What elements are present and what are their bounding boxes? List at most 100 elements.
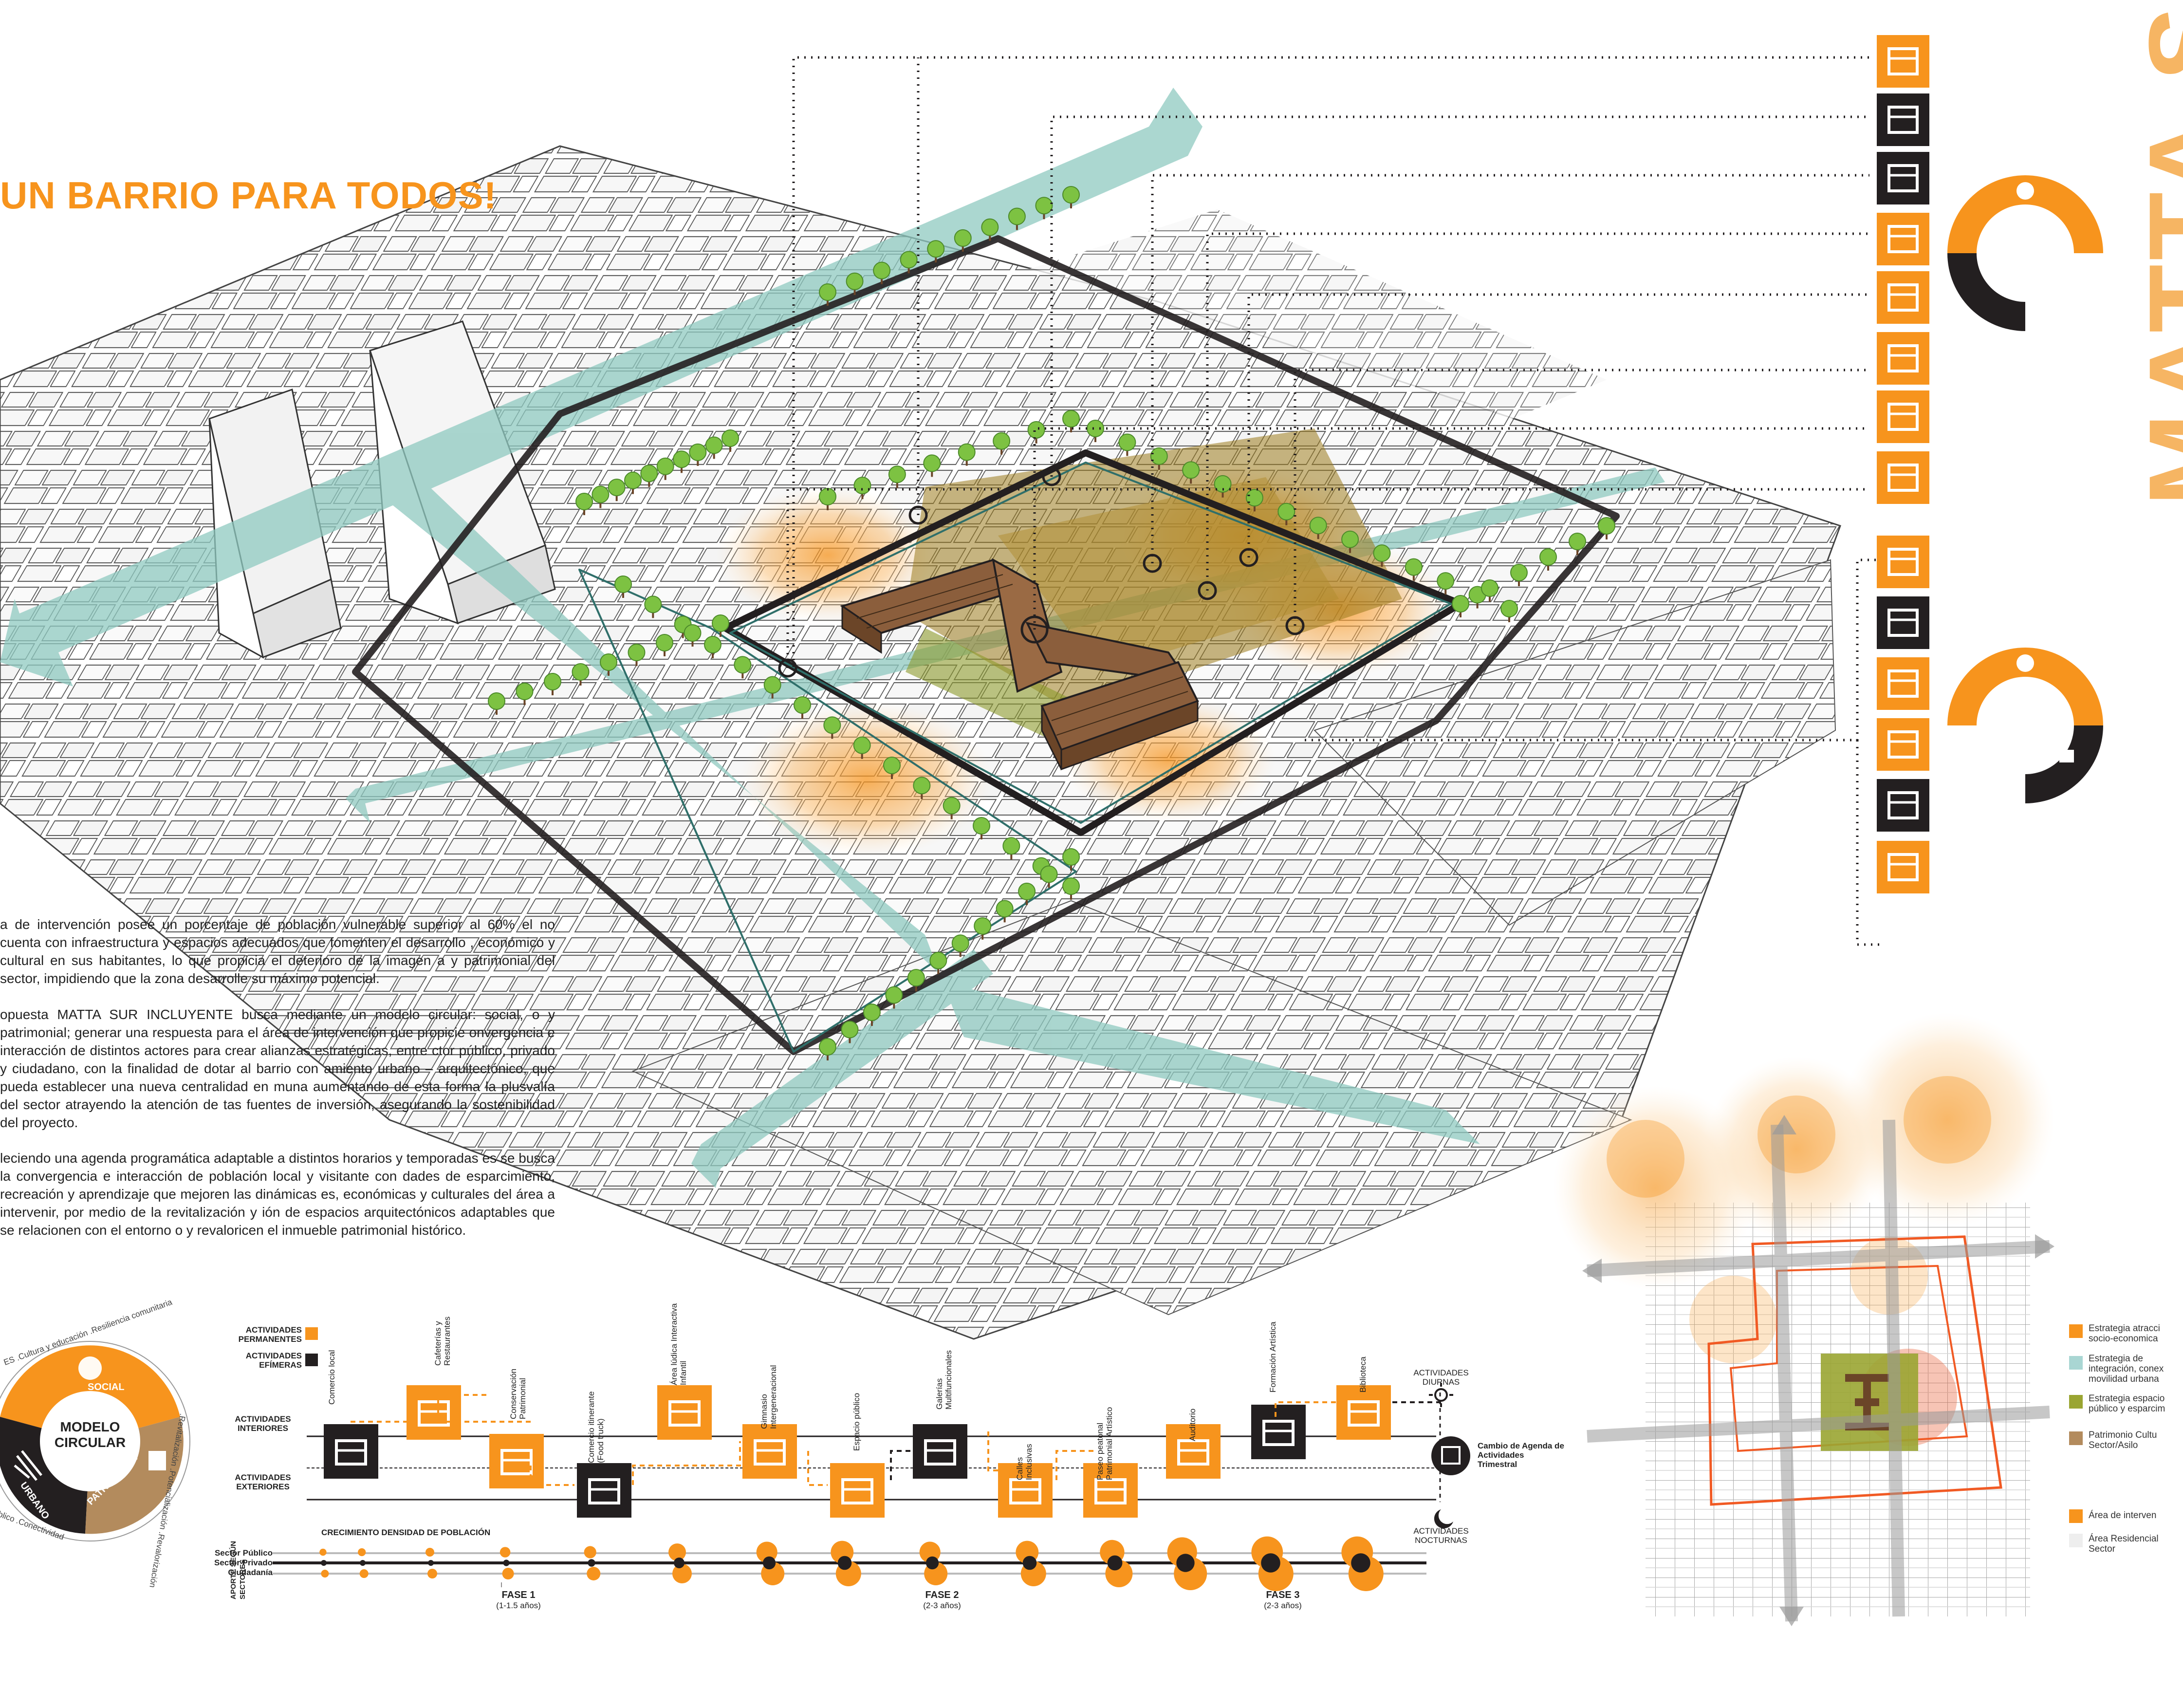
tree-icon (943, 797, 961, 819)
family-icon (1877, 841, 1929, 893)
tree-icon (722, 429, 739, 452)
growth-dot (668, 1543, 692, 1583)
playground-icon (1877, 332, 1929, 385)
tree-icon (996, 900, 1014, 923)
intro-paragraph-3: leciendo una agenda programática adaptab… (0, 1151, 555, 1238)
timeline-icons (324, 1385, 1391, 1518)
legend-permanentes: ACTIVIDADES PERMANENTES (238, 1325, 302, 1344)
circular-model-diagram (0, 1339, 192, 1543)
growth-dot (319, 1548, 329, 1578)
growth-dot (1100, 1540, 1133, 1587)
model-center-label-2: CIRCULAR (54, 1435, 126, 1450)
leader-lines (786, 56, 1884, 946)
street-trees (488, 186, 1615, 1060)
tree-icon (1182, 461, 1200, 484)
tree-icon (488, 692, 505, 715)
growth-side-label: APORTE SEGÚN SECTORES (229, 1541, 247, 1599)
tree-icon (1598, 517, 1615, 539)
tree-icon (608, 479, 626, 501)
map-legend-5: Área de interven (2089, 1510, 2157, 1521)
exercise-icon (742, 1424, 797, 1479)
heritage-building (840, 558, 1199, 771)
tree-icon (819, 1038, 836, 1060)
tree-icon (1569, 533, 1586, 555)
tree-icon (1373, 544, 1391, 567)
activity-ring-top (1947, 175, 2103, 331)
tree-icon (673, 450, 690, 473)
location-map (1553, 1013, 2054, 1626)
tree-icon (1008, 207, 1026, 230)
tree-icon (853, 477, 871, 500)
tree-icon (929, 951, 947, 974)
growth-dot (831, 1541, 861, 1586)
map-legend-1: Estrategia atracci socio-economica (2089, 1323, 2160, 1344)
tree-icon (927, 240, 945, 263)
tree-icon (888, 465, 906, 488)
tree-icon (1437, 572, 1455, 595)
side-title: MATTA SUR (2126, 0, 2183, 506)
tree-icon (819, 283, 836, 306)
tree-icon (1027, 421, 1045, 444)
tree-icon (1309, 517, 1327, 539)
tree-icon (923, 454, 941, 477)
activity-label-galerias: Galerías Multifuncionales (935, 1350, 953, 1410)
tree-icon (1510, 564, 1528, 586)
tree-icon (544, 673, 561, 695)
tree-icon (1452, 595, 1469, 617)
growth-dots (319, 1536, 1384, 1591)
map-legend-swatches (2069, 1324, 2083, 1547)
tree-icon (1062, 848, 1080, 871)
tree-icon (656, 634, 673, 656)
activity-label-gimnasio: Gimnasio Intergeneracional (759, 1365, 778, 1429)
tree-icon (951, 934, 969, 957)
activity-label-paseo: Paseo peatonal Patrimonial Artístico (1095, 1407, 1114, 1480)
park-icon (830, 1463, 885, 1518)
music-icon (1251, 1405, 1306, 1459)
tree-icon (712, 614, 729, 637)
tree-icon (885, 986, 903, 1009)
segment-social: SOCIAL (88, 1382, 125, 1392)
tree-icon (644, 595, 662, 618)
activity-label-comercio-local: Comercio local (327, 1350, 336, 1405)
tree-icon (575, 493, 593, 515)
art-walk-icon (1083, 1463, 1138, 1518)
heritage-icon (1877, 657, 1929, 710)
model-center-label-1: MODELO (60, 1419, 120, 1434)
growth-dot (756, 1541, 785, 1585)
tree-icon (873, 261, 891, 284)
tree-icon (883, 757, 901, 779)
tree-icon (846, 272, 864, 295)
growth-row-privado: Sector Privado (214, 1558, 273, 1567)
theater-icon (1877, 213, 1929, 265)
tree-icon (1035, 197, 1053, 220)
tree-icon (656, 457, 674, 480)
tree-icon (640, 464, 658, 487)
growth-dot (500, 1547, 514, 1579)
tree-icon (734, 656, 752, 679)
activity-label-espacio-publico: Espacio público (852, 1392, 861, 1451)
tree-icon (516, 683, 534, 705)
growth-dot (1167, 1537, 1207, 1590)
tree-icon (973, 817, 990, 839)
legend-nocturnas: ACTIVIDADES NOCTURNAS (1413, 1526, 1469, 1545)
activity-label-calles: Calles Inclusivas (1015, 1444, 1034, 1480)
activity-label-comercio-itinerante: Comercio itinerante (Food truck) (587, 1391, 605, 1463)
palette-masks-icon (913, 1424, 967, 1479)
tree-icon (1062, 186, 1080, 208)
growth-dot (426, 1548, 437, 1578)
tree-icon (1405, 558, 1423, 581)
library-icon (1877, 536, 1929, 588)
market-stall-icon (324, 1424, 378, 1479)
tree-icon (1002, 837, 1020, 860)
legend-exteriores: ACTIVIDADES EXTERIORES (235, 1473, 291, 1491)
activity-label-formacion: Formación Artística (1268, 1321, 1277, 1393)
tree-icon (1539, 548, 1557, 571)
tree-icon (958, 443, 976, 466)
tree-icon (1277, 502, 1295, 525)
phase-2: FASE 2(2-3 años) (923, 1590, 961, 1610)
tree-icon (1500, 600, 1518, 622)
market-stall-icon (1877, 152, 1929, 204)
tree-icon (704, 636, 722, 658)
phase-3: FASE 3(2-3 años) (1264, 1590, 1302, 1610)
food-truck-icon (1877, 93, 1929, 146)
